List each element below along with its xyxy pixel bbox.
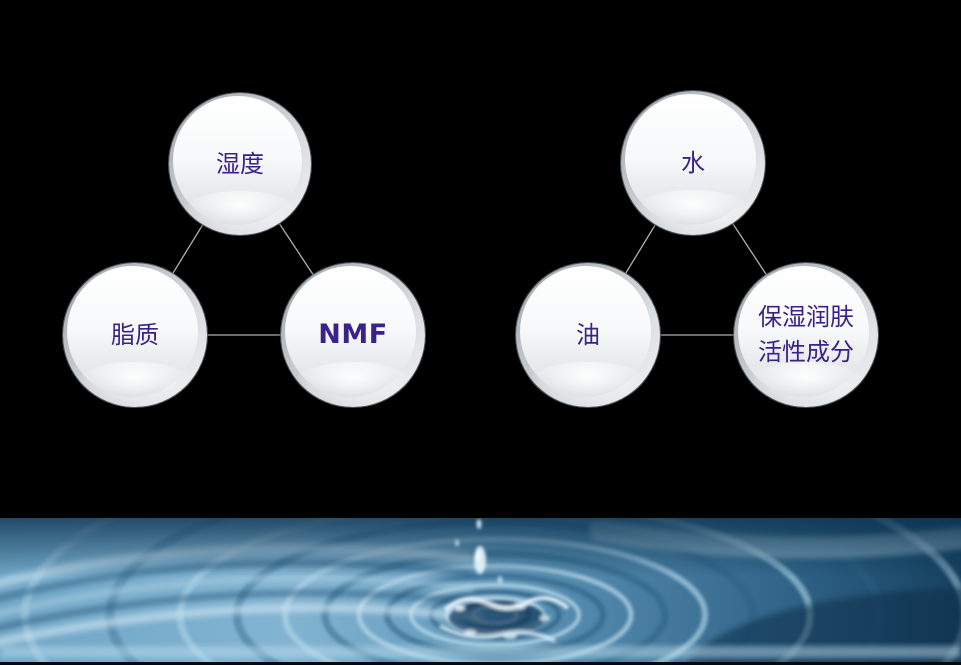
node-label: 水: [681, 148, 705, 177]
node-lipid: 脂质: [63, 263, 207, 407]
node-label: 油: [576, 320, 600, 349]
node-moisturizing-active: 保湿润肤活性成分: [734, 263, 878, 407]
water-ripple-image: [0, 518, 961, 665]
water-ripple-graphic: [0, 518, 961, 665]
node-label: NMF: [318, 319, 388, 351]
node-humidity: 湿度: [169, 93, 311, 235]
node-label: 脂质: [111, 320, 159, 349]
node-label: 湿度: [216, 149, 264, 178]
node-label: 保湿润肤活性成分: [758, 303, 854, 366]
node-nmf: NMF: [281, 263, 425, 407]
node-water: 水: [621, 91, 765, 235]
node-oil: 油: [516, 263, 660, 407]
